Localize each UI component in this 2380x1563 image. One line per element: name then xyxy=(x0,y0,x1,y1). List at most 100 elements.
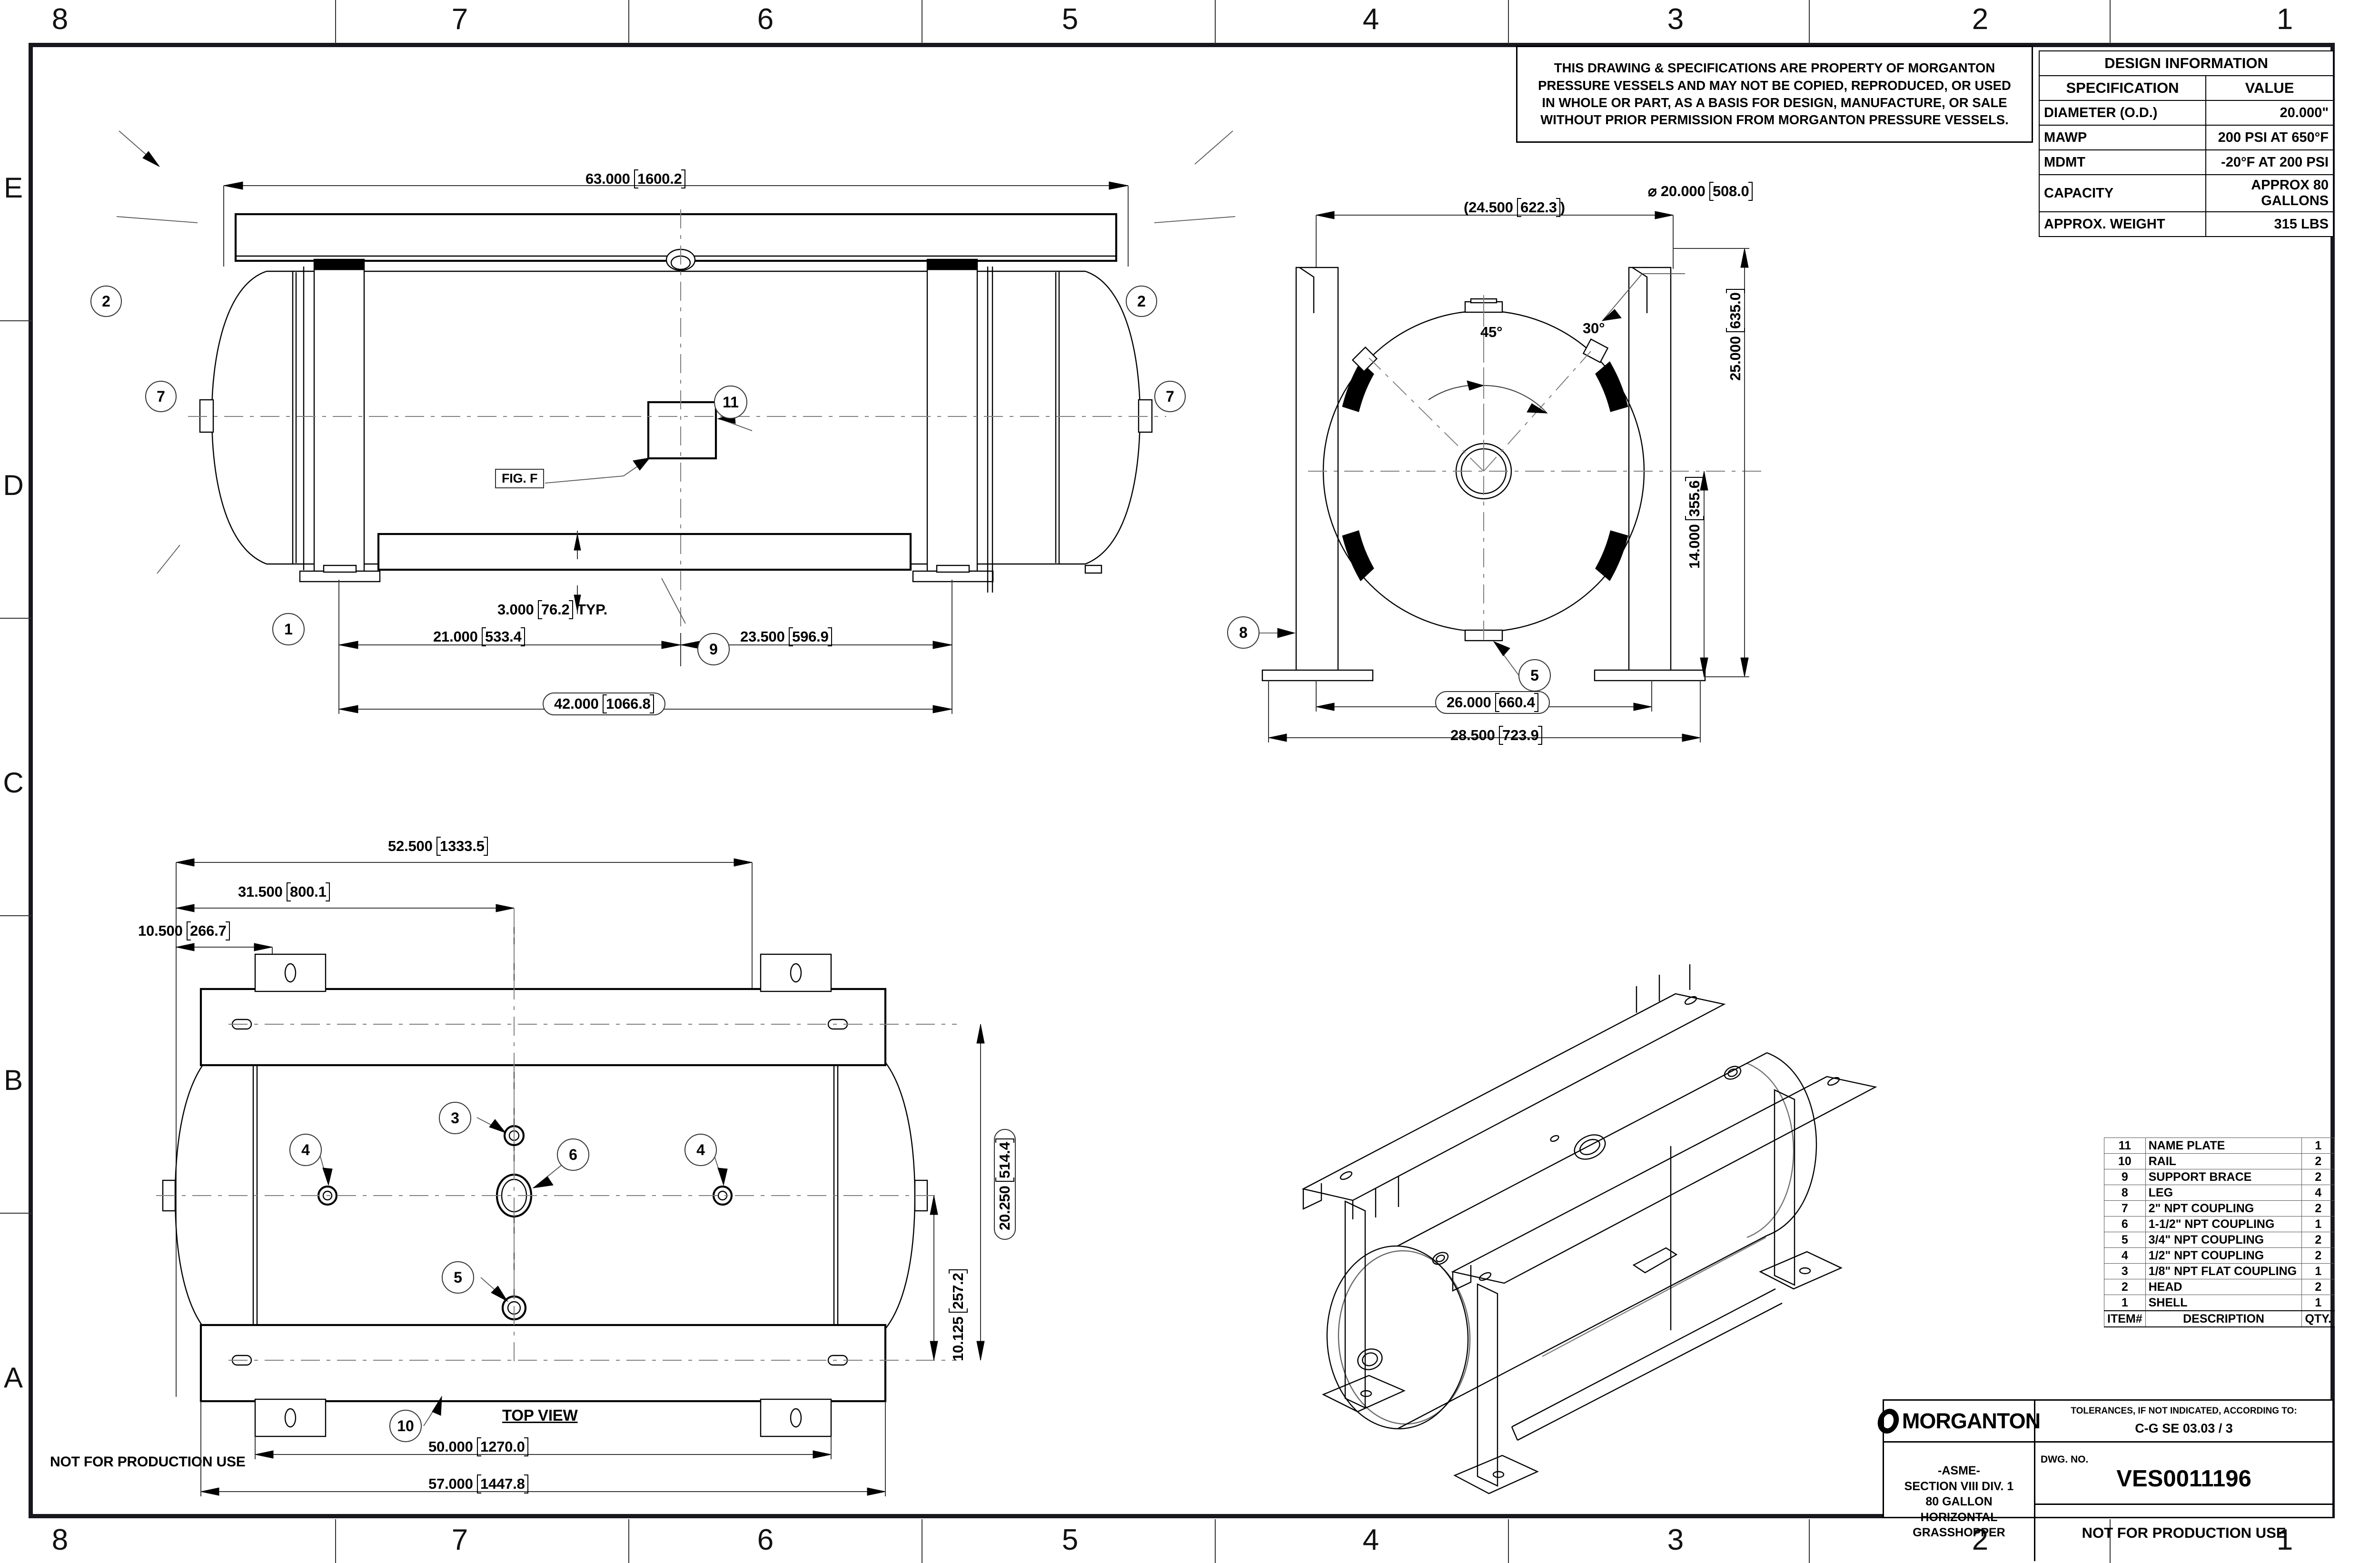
zone-tick-top-3 xyxy=(1508,0,1509,44)
zone-col-5-top: 5 xyxy=(1061,3,1079,36)
zone-col-6-top: 6 xyxy=(757,3,774,36)
angle-30: 30° xyxy=(1583,320,1605,336)
bom-qty-7: 2 xyxy=(2301,1200,2335,1217)
bom-col-item: ITEM# xyxy=(2104,1310,2146,1327)
zone-tick-bottom-2 xyxy=(1809,1519,1810,1563)
dim-rail-end-to-first-hole: 10.500 266.7 xyxy=(138,921,230,940)
dim-rail-end-to-center: 31.500 800.1 xyxy=(238,882,330,901)
company-name: MORGANTON xyxy=(1902,1408,2041,1433)
dim-leg-inner-width: (24.500 622.3) xyxy=(1464,198,1565,217)
balloon-item-5-end: 5 xyxy=(1518,659,1551,692)
design-info-spec-mawp: MAWP xyxy=(2039,125,2206,150)
bom-desc-3: 1/8" NPT FLAT COUPLING xyxy=(2145,1263,2302,1279)
dim-leg-bolt-spacing: 26.000 660.4 xyxy=(1435,691,1550,714)
bom-desc-5: 3/4" NPT COUPLING xyxy=(2145,1232,2302,1248)
code-line-capacity: 80 GALLON xyxy=(1925,1495,1993,1509)
zone-col-1-top: 1 xyxy=(2276,3,2293,36)
balloon-item-7-right: 7 xyxy=(1154,381,1186,412)
tolerances-cell: TOLERANCES, IF NOT INDICATED, ACCORDING … xyxy=(2035,1401,2332,1443)
bom-desc-2: HEAD xyxy=(2145,1279,2302,1295)
balloon-item-4-right: 4 xyxy=(684,1134,717,1166)
zone-tick-left-B xyxy=(0,915,31,916)
bom-desc-10: RAIL xyxy=(2145,1153,2302,1169)
dim-overall-height: 25.000 635.0 xyxy=(1727,289,1744,381)
tolerance-label: TOLERANCES, IF NOT INDICATED, ACCORDING … xyxy=(2071,1406,2297,1416)
zone-tick-top-7 xyxy=(335,0,336,44)
zone-tick-left-C xyxy=(0,618,31,619)
balloon-item-8: 8 xyxy=(1227,616,1259,649)
drawing-status: NOT FOR PRODUCTION USE xyxy=(2082,1524,2286,1541)
balloon-item-6: 6 xyxy=(557,1138,589,1171)
code-line-type: HORIZONTAL GRASSHOPPER xyxy=(1913,1510,2005,1540)
bom-item-9: 9 xyxy=(2104,1169,2146,1185)
bom-item-7: 7 xyxy=(2104,1200,2146,1217)
property-note: THIS DRAWING & SPECIFICATIONS ARE PROPER… xyxy=(1516,46,2033,143)
balloon-item-1: 1 xyxy=(272,613,305,645)
sheet-border xyxy=(29,43,2335,1518)
bom-desc-7: 2" NPT COUPLING xyxy=(2145,1200,2302,1217)
design-info-spec-diameter: DIAMETER (O.D.) xyxy=(2039,100,2206,126)
design-info-title-row: DESIGN INFORMATION xyxy=(2039,50,2334,76)
dim-rail-centerline-spacing: 20.250 514.4 xyxy=(994,1129,1016,1240)
balloon-item-5-top: 5 xyxy=(442,1261,474,1294)
zone-tick-top-2 xyxy=(1809,0,1810,44)
zone-col-1-bottom: 1 xyxy=(2276,1523,2293,1556)
property-note-line-2: PRESSURE VESSELS AND MAY NOT BE COPIED, … xyxy=(1538,78,2011,93)
bom-qty-5: 2 xyxy=(2301,1232,2335,1248)
design-info-spec-capacity: CAPACITY xyxy=(2039,174,2206,212)
design-info-row-diameter: DIAMETER (O.D.) 20.000" xyxy=(2039,100,2334,126)
bom-item-6: 6 xyxy=(2104,1216,2146,1232)
zone-col-3-top: 3 xyxy=(1667,3,1684,36)
dim-centerline-height: 14.000 355.6 xyxy=(1686,477,1703,569)
dim-shell-diameter: ⌀ 20.000 508.0 xyxy=(1648,182,1753,201)
design-info-title: DESIGN INFORMATION xyxy=(2039,50,2334,76)
top-view-title: TOP VIEW xyxy=(502,1406,578,1424)
bom-desc-11: NAME PLATE xyxy=(2145,1138,2302,1154)
dwg-no-label: DWG. NO. xyxy=(2041,1454,2089,1465)
design-info-spec-mdmt: MDMT xyxy=(2039,149,2206,175)
dim-brace-thickness: 3.000 76.2 TYP. xyxy=(497,600,608,619)
design-info-value-diameter: 20.000" xyxy=(2205,100,2334,126)
bom-qty-9: 2 xyxy=(2301,1169,2335,1185)
zone-col-7-bottom: 7 xyxy=(451,1523,468,1556)
design-info-row-mawp: MAWP 200 PSI AT 650°F xyxy=(2039,125,2334,150)
balloon-item-2-right: 2 xyxy=(1126,286,1157,317)
balloon-item-2-left: 2 xyxy=(90,286,122,317)
bom-item-1: 1 xyxy=(2104,1295,2146,1311)
nameplate-fig-flag: FIG. F xyxy=(495,469,545,488)
design-info-col-value: VALUE xyxy=(2205,75,2334,101)
design-info-header-row: SPECIFICATION VALUE xyxy=(2039,75,2334,101)
zone-col-5-bottom: 5 xyxy=(1061,1523,1079,1556)
zone-col-3-bottom: 3 xyxy=(1667,1523,1684,1556)
zone-col-8-bottom: 8 xyxy=(51,1523,69,1556)
balloon-item-11: 11 xyxy=(714,386,747,419)
design-info-row-capacity: CAPACITY APPROX 80 GALLONS xyxy=(2039,174,2334,212)
bom-item-8: 8 xyxy=(2104,1185,2146,1201)
zone-tick-bottom-4 xyxy=(1215,1519,1216,1563)
bom-desc-4: 1/2" NPT COUPLING xyxy=(2145,1247,2302,1264)
top-view xyxy=(156,858,985,1496)
design-info-col-spec: SPECIFICATION xyxy=(2039,75,2206,101)
code-line-asme: -ASME- xyxy=(1938,1464,1980,1478)
design-info-value-mawp: 200 PSI AT 650°F xyxy=(2205,125,2334,150)
zone-tick-bottom-7 xyxy=(335,1519,336,1563)
design-info-row-weight: APPROX. WEIGHT 315 LBS xyxy=(2039,211,2334,237)
bom-item-11: 11 xyxy=(2104,1138,2146,1154)
angle-45: 45° xyxy=(1480,324,1503,340)
zone-col-2-bottom: 2 xyxy=(1972,1523,1989,1556)
dim-center-to-leg-right: 23.500 596.9 xyxy=(740,627,832,646)
dim-leg-to-center-left: 21.000 533.4 xyxy=(433,627,525,646)
code-stamp-cell: -ASME- SECTION VIII DIV. 1 80 GALLON HOR… xyxy=(1884,1443,2035,1561)
dim-leg-spacing: 42.000 1066.8 xyxy=(543,692,665,715)
bom-col-qty: QTY. xyxy=(2301,1310,2335,1327)
